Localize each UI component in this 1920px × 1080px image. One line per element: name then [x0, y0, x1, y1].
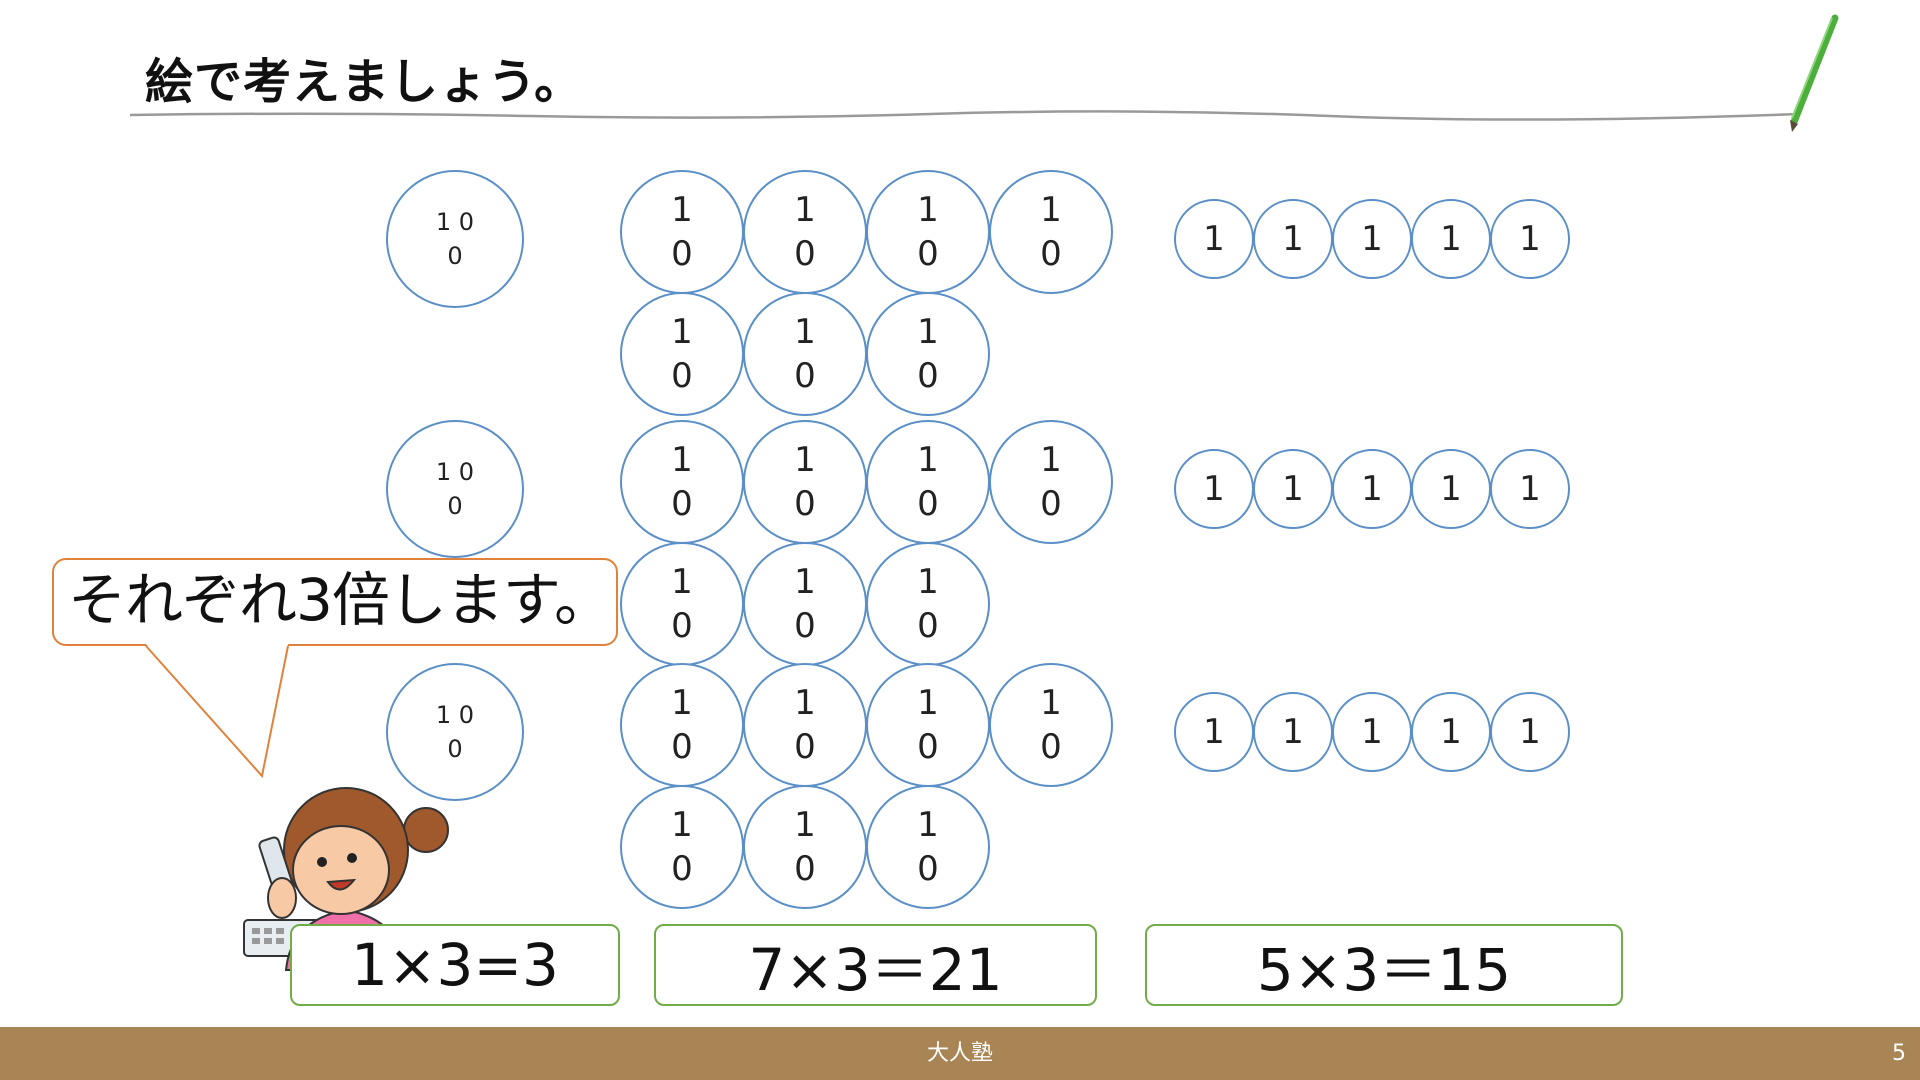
ten-coin: 1 0	[743, 420, 867, 544]
one-coin-label: 1	[1440, 469, 1462, 509]
one-coin-label: 1	[1440, 712, 1462, 752]
one-coin: 1	[1411, 199, 1491, 279]
ten-coin: 1 0	[866, 663, 990, 787]
speech-bubble	[52, 558, 618, 646]
ten-coin-label: 1 0	[794, 190, 816, 274]
one-coin: 1	[1332, 692, 1412, 772]
one-coin: 1	[1490, 449, 1570, 529]
ten-coin: 1 0	[620, 785, 744, 909]
ten-coin-label: 1 0	[671, 683, 693, 767]
hundred-coin-label: 1 0 0	[435, 458, 475, 520]
speech-bubble-tail	[145, 644, 289, 779]
one-coin: 1	[1174, 449, 1254, 529]
one-coin-label: 1	[1282, 712, 1304, 752]
ten-coin: 1 0	[866, 292, 990, 416]
ten-coin: 1 0	[743, 542, 867, 666]
hundred-coin-label: 1 0 0	[435, 208, 475, 270]
one-coin: 1	[1332, 199, 1412, 279]
one-coin: 1	[1332, 449, 1412, 529]
ten-coin-label: 1 0	[1040, 440, 1062, 524]
one-coin: 1	[1174, 199, 1254, 279]
ten-coin: 1 0	[866, 785, 990, 909]
one-coin-label: 1	[1203, 469, 1225, 509]
ten-coin-label: 1 0	[794, 683, 816, 767]
ten-coin-label: 1 0	[1040, 683, 1062, 767]
ten-coin: 1 0	[866, 542, 990, 666]
ten-coin-label: 1 0	[671, 190, 693, 274]
one-coin: 1	[1490, 692, 1570, 772]
ten-coin: 1 0	[743, 785, 867, 909]
one-coin-label: 1	[1203, 712, 1225, 752]
ten-coin-label: 1 0	[794, 805, 816, 889]
ten-coin: 1 0	[866, 170, 990, 294]
ten-coin-label: 1 0	[1040, 190, 1062, 274]
one-coin: 1	[1174, 692, 1254, 772]
one-coin: 1	[1411, 449, 1491, 529]
ten-coin: 1 0	[620, 292, 744, 416]
one-coin-label: 1	[1203, 219, 1225, 259]
ten-coin: 1 0	[620, 542, 744, 666]
one-coin: 1	[1253, 692, 1333, 772]
hundred-coin: 1 0 0	[386, 170, 524, 308]
ten-coin-label: 1 0	[671, 805, 693, 889]
one-coin: 1	[1253, 449, 1333, 529]
one-coin-label: 1	[1361, 712, 1383, 752]
page-number: 5	[1892, 1041, 1906, 1066]
pencil-icon	[1790, 14, 1839, 132]
one-coin-label: 1	[1519, 219, 1541, 259]
speech-bubble-text: それぞれ3倍します。	[68, 566, 612, 634]
ten-coin-label: 1 0	[794, 440, 816, 524]
ten-coin-label: 1 0	[671, 562, 693, 646]
footer-bar	[0, 1027, 1920, 1080]
one-coin-label: 1	[1282, 469, 1304, 509]
ten-coin: 1 0	[989, 663, 1113, 787]
ten-coin: 1 0	[989, 170, 1113, 294]
ten-coin: 1 0	[620, 420, 744, 544]
one-coin-label: 1	[1361, 469, 1383, 509]
one-coin-label: 1	[1519, 469, 1541, 509]
ten-coin-label: 1 0	[794, 562, 816, 646]
ten-coin-label: 1 0	[917, 312, 939, 396]
one-coin: 1	[1490, 199, 1570, 279]
ten-coin: 1 0	[620, 170, 744, 294]
ten-coin: 1 0	[620, 663, 744, 787]
title-underline	[130, 110, 1800, 121]
hundred-coin: 1 0 0	[386, 420, 524, 558]
equation-tens: 7×3＝21	[654, 924, 1097, 1006]
ten-coin: 1 0	[743, 292, 867, 416]
one-coin: 1	[1411, 692, 1491, 772]
ten-coin-label: 1 0	[671, 440, 693, 524]
equation-ones: 5×3＝15	[1145, 924, 1623, 1006]
ten-coin-label: 1 0	[917, 190, 939, 274]
one-coin-label: 1	[1519, 712, 1541, 752]
hundred-coin-label: 1 0 0	[435, 701, 475, 763]
equation-hundreds: 1×3=3	[290, 924, 620, 1006]
one-coin: 1	[1253, 199, 1333, 279]
ten-coin-label: 1 0	[671, 312, 693, 396]
one-coin-label: 1	[1282, 219, 1304, 259]
one-coin-label: 1	[1361, 219, 1383, 259]
footer-title: 大人塾	[926, 1041, 993, 1066]
ten-coin: 1 0	[866, 420, 990, 544]
ten-coin-label: 1 0	[917, 440, 939, 524]
hundred-coin: 1 0 0	[386, 663, 524, 801]
ten-coin-label: 1 0	[794, 312, 816, 396]
ten-coin: 1 0	[743, 170, 867, 294]
one-coin-label: 1	[1440, 219, 1462, 259]
ten-coin: 1 0	[989, 420, 1113, 544]
ten-coin: 1 0	[743, 663, 867, 787]
slide-title: 絵で考えましょう。	[145, 54, 584, 110]
ten-coin-label: 1 0	[917, 805, 939, 889]
ten-coin-label: 1 0	[917, 562, 939, 646]
ten-coin-label: 1 0	[917, 683, 939, 767]
